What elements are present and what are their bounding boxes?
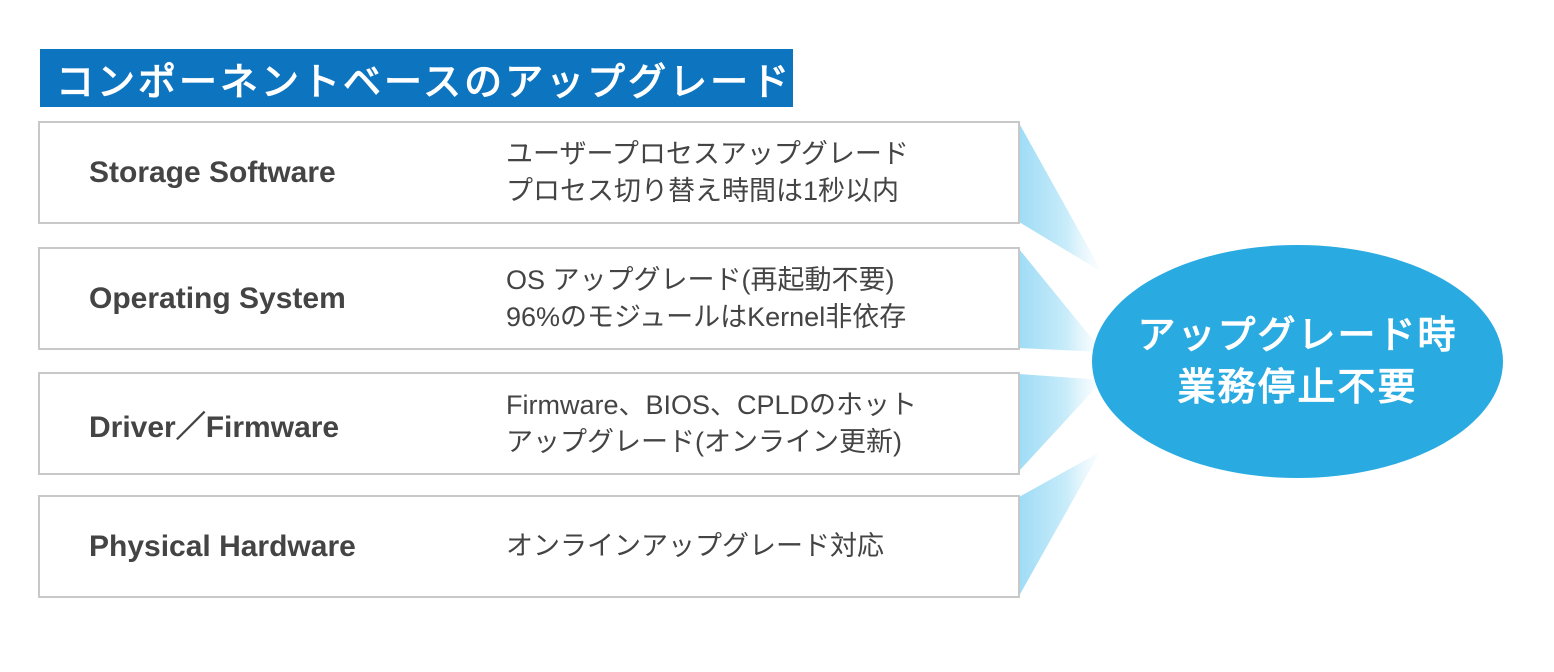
row-description: Firmware、BIOS、CPLDのホット アップグレード(オンライン更新) bbox=[506, 387, 1018, 461]
row-driver-firmware: Driver／Firmware Firmware、BIOS、CPLDのホット ア… bbox=[38, 372, 1020, 475]
beam-storage-software bbox=[1019, 123, 1102, 272]
row-description-line: OS アップグレード(再起動不要) bbox=[506, 264, 895, 295]
beam-physical-hardware bbox=[1019, 452, 1100, 596]
row-description-line: アップグレード(オンライン更新) bbox=[506, 426, 902, 457]
row-operating-system: Operating System OS アップグレード(再起動不要) 96%のモ… bbox=[38, 247, 1020, 350]
beam-driver-firmware bbox=[1019, 374, 1103, 471]
row-description: OS アップグレード(再起動不要) 96%のモジュールはKernel非依存 bbox=[506, 262, 1018, 336]
row-description-line: 96%のモジュールはKernel非依存 bbox=[506, 301, 907, 332]
row-description-line: オンラインアップグレード対応 bbox=[506, 531, 884, 561]
row-label: Physical Hardware bbox=[89, 529, 356, 563]
row-description-line: ユーザープロセスアップグレード bbox=[506, 138, 909, 169]
beam-operating-system bbox=[1019, 249, 1103, 352]
row-description-line: Firmware、BIOS、CPLDのホット bbox=[506, 389, 918, 420]
row-label: Driver／Firmware bbox=[89, 410, 340, 444]
row-description-line: プロセス切り替え時間は1秒以内 bbox=[506, 175, 900, 206]
row-physical-hardware: Physical Hardware オンラインアップグレード対応 bbox=[38, 495, 1020, 598]
conclusion-ellipse: アップグレード時 業務停止不要 bbox=[1092, 245, 1503, 478]
page-title: コンポーネントベースのアップグレード bbox=[56, 61, 793, 104]
row-description: ユーザープロセスアップグレード プロセス切り替え時間は1秒以内 bbox=[506, 136, 1018, 210]
row-description: オンラインアップグレード対応 bbox=[506, 528, 1018, 565]
title-banner: コンポーネントベースのアップグレード bbox=[40, 49, 793, 107]
row-label: Storage Software bbox=[89, 155, 336, 189]
row-storage-software: Storage Software ユーザープロセスアップグレード プロセス切り替… bbox=[38, 121, 1020, 224]
row-label: Operating System bbox=[89, 281, 346, 315]
conclusion-line-2: 業務停止不要 bbox=[1177, 366, 1418, 409]
conclusion-line-1: アップグレード時 bbox=[1137, 314, 1458, 357]
